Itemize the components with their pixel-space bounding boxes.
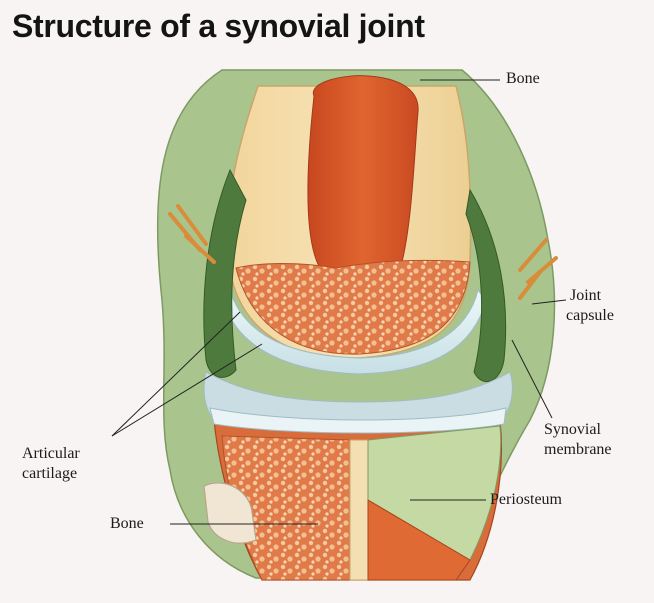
- label-periosteum: Periosteum: [490, 490, 562, 510]
- label-joint-capsule-line2: capsule: [566, 306, 614, 326]
- label-articular-cartilage-line2: cartilage: [22, 464, 77, 484]
- label-joint-capsule-line1: Joint: [570, 286, 601, 306]
- compact-bone-band: [350, 440, 368, 580]
- label-articular-cartilage-line1: Articular: [22, 444, 80, 464]
- label-bone-top: Bone: [506, 69, 540, 89]
- label-synovial-membrane-line2: membrane: [544, 440, 612, 460]
- label-synovial-membrane-line1: Synovial: [544, 420, 601, 440]
- label-bone-bottom: Bone: [110, 514, 144, 534]
- bone-marrow-cavity: [308, 76, 418, 284]
